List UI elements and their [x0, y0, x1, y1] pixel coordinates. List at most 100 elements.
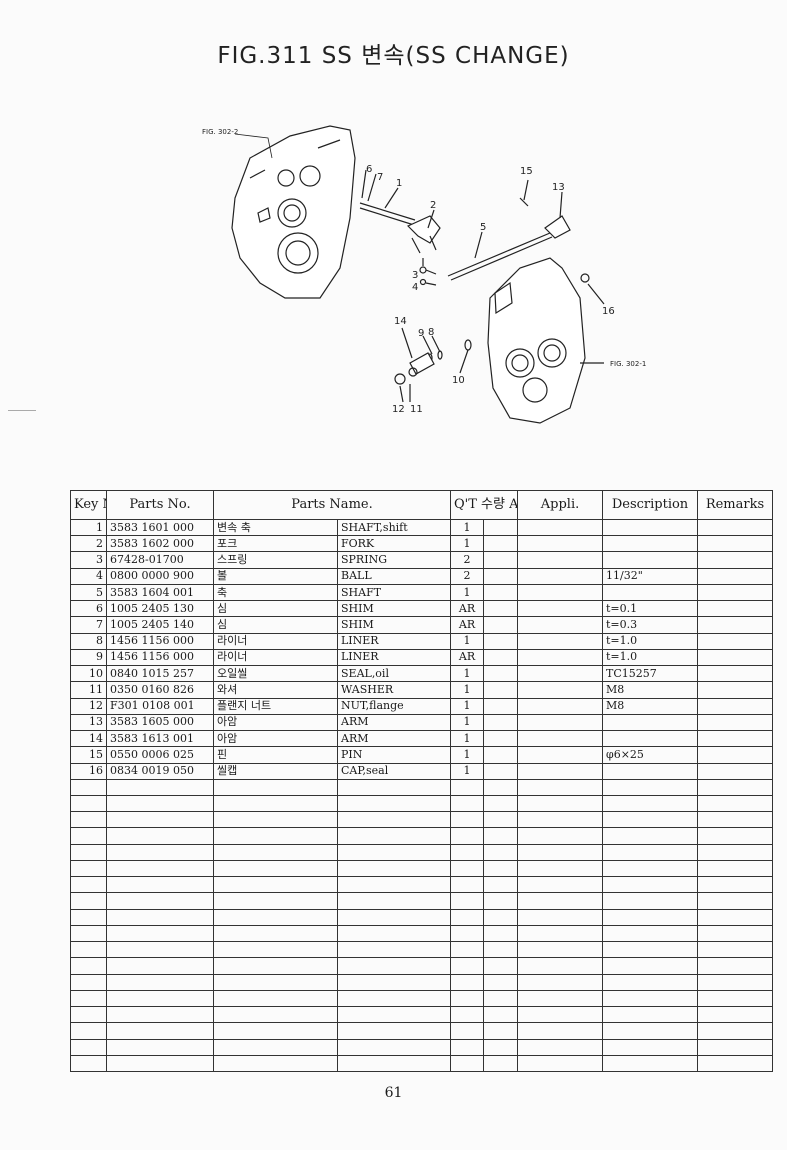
cell-q2 [483, 551, 518, 569]
cell-description: 11/32" [602, 567, 698, 585]
cell-name-en [337, 957, 451, 975]
cell-q2 [483, 535, 518, 553]
cell-appli [517, 551, 603, 569]
cell-parts-no [106, 957, 214, 975]
cell-parts-no [106, 924, 214, 943]
cell-key [70, 1006, 107, 1024]
cell-key [70, 941, 107, 959]
col-header-appli: Appli. [517, 490, 603, 520]
cell-qty: 1 [450, 681, 484, 699]
cell-q2 [483, 778, 518, 796]
cell-name-kr: 축 [213, 583, 338, 602]
callout-label: 3 [412, 270, 418, 281]
cell-q2 [483, 518, 518, 537]
cell-name-en [337, 973, 451, 991]
cell-appli [517, 518, 603, 537]
cell-appli [517, 713, 603, 732]
cell-appli [517, 535, 603, 553]
cell-name-kr: 오일씰 [213, 665, 338, 683]
cell-q2 [483, 973, 518, 991]
cell-q2 [483, 941, 518, 959]
empty-table-row [70, 908, 773, 926]
cell-name-en [337, 876, 451, 894]
cell-q2 [483, 1054, 518, 1073]
cell-q2 [483, 648, 518, 667]
cell-description: t=1.0 [602, 632, 698, 650]
cell-name-en: CAP,seal [337, 762, 451, 780]
cell-q2 [483, 843, 518, 861]
cell-name-kr [213, 1006, 338, 1024]
cell-name-en [337, 811, 451, 829]
cell-q2 [483, 583, 518, 602]
cell-appli [517, 778, 603, 796]
cell-name-kr: 라이너 [213, 632, 338, 650]
cell-name-en: WASHER [337, 681, 451, 699]
cell-remarks [697, 665, 773, 683]
cell-description [602, 1022, 698, 1040]
cell-appli [517, 908, 603, 926]
cell-description [602, 713, 698, 732]
cell-key: 4 [70, 567, 107, 585]
cell-name-kr: 아암 [213, 730, 338, 748]
cell-parts-no [106, 859, 214, 878]
cell-name-kr [213, 843, 338, 861]
cell-remarks [697, 762, 773, 780]
callout-label: 13 [552, 182, 565, 193]
cell-description: t=0.1 [602, 600, 698, 618]
table-header-row: Key No. Parts No. Parts Name. Q'T 수량 ALL… [70, 490, 773, 520]
cell-parts-no: 3583 1602 000 [106, 535, 214, 553]
cell-remarks [697, 632, 773, 650]
cell-name-en: SHAFT,shift [337, 518, 451, 537]
cell-name-en [337, 778, 451, 796]
cell-remarks [697, 924, 773, 943]
callout-label: 12 [392, 404, 405, 415]
cell-remarks [697, 908, 773, 926]
cell-name-en: SPRING [337, 551, 451, 569]
cell-name-en [337, 827, 451, 845]
cell-key: 6 [70, 600, 107, 618]
empty-table-row [70, 811, 773, 829]
cell-remarks [697, 892, 773, 910]
cell-appli [517, 1054, 603, 1073]
cell-appli [517, 681, 603, 699]
cell-parts-no [106, 778, 214, 796]
cell-parts-no: 1456 1156 000 [106, 632, 214, 650]
cell-remarks [697, 876, 773, 894]
cell-description: t=1.0 [602, 648, 698, 667]
cell-remarks [697, 973, 773, 991]
cell-name-en [337, 1022, 451, 1040]
cell-description [602, 827, 698, 845]
callout-label: 1 [396, 178, 402, 189]
cell-remarks [697, 843, 773, 861]
empty-table-row [70, 1006, 773, 1024]
cell-name-en [337, 1006, 451, 1024]
cell-key [70, 859, 107, 878]
cell-q2 [483, 730, 518, 748]
cell-key [70, 973, 107, 991]
cell-qty [450, 811, 484, 829]
cell-remarks [697, 518, 773, 537]
cell-remarks [697, 794, 773, 813]
cell-key [70, 892, 107, 910]
cell-parts-no [106, 827, 214, 845]
cell-name-kr [213, 989, 338, 1008]
cell-description [602, 924, 698, 943]
cell-name-en [337, 843, 451, 861]
cell-description [602, 941, 698, 959]
cell-name-kr: 플랜지 너트 [213, 697, 338, 715]
cell-name-en [337, 1054, 451, 1073]
cell-name-kr [213, 924, 338, 943]
cell-name-en: PIN [337, 746, 451, 764]
cell-remarks [697, 778, 773, 796]
cell-q2 [483, 908, 518, 926]
cell-name-kr [213, 811, 338, 829]
cell-parts-no [106, 876, 214, 894]
empty-table-row [70, 859, 773, 878]
cell-remarks [697, 551, 773, 569]
cell-qty [450, 1006, 484, 1024]
